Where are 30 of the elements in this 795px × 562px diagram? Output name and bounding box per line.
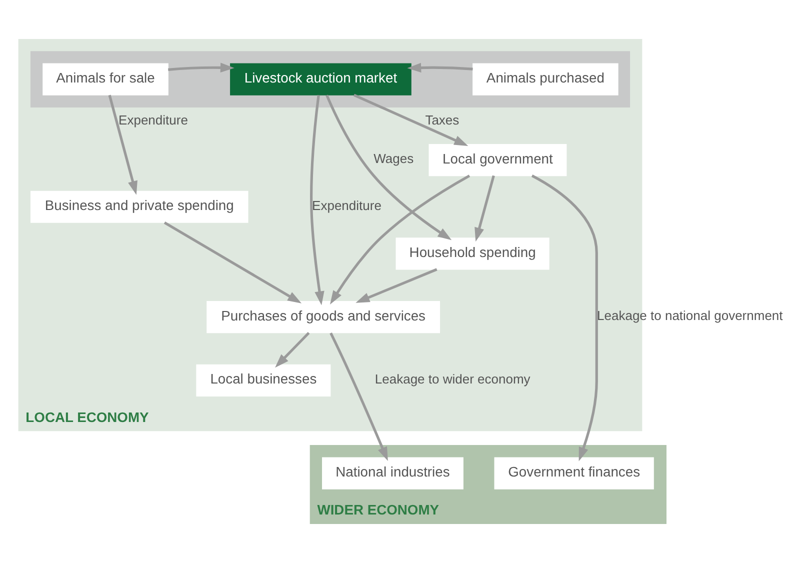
node-box: Animals purchased <box>472 62 618 95</box>
arrow <box>168 62 234 72</box>
node-box: Government finances <box>494 456 654 489</box>
arrow <box>531 174 598 461</box>
arrow <box>353 93 468 146</box>
edge-label: Leakage to national government <box>597 308 783 323</box>
edge-label: Expenditure <box>312 197 382 212</box>
node-box: Business and private spending <box>30 190 248 222</box>
arrow <box>275 331 310 368</box>
arrow <box>407 62 473 72</box>
arrow <box>474 174 495 242</box>
edge-label: Expenditure <box>118 112 188 127</box>
node-box: Livestock auction market <box>230 62 412 95</box>
arrow <box>330 174 470 304</box>
arrow <box>310 94 324 305</box>
node-box: Household spending <box>396 237 550 270</box>
edge-label: Taxes <box>425 112 460 127</box>
node-box: National industries <box>322 456 464 489</box>
cluster <box>30 50 630 108</box>
arrow <box>164 220 302 303</box>
node-box: Local businesses <box>196 364 331 396</box>
arrow <box>330 332 388 460</box>
arrow <box>356 268 438 302</box>
edge-label: Leakage to wider economy <box>374 370 530 386</box>
edge-label: Wages <box>374 150 414 166</box>
node-box: Purchases of goods and services <box>206 300 440 333</box>
arrow <box>108 94 138 194</box>
node-box: Local government <box>428 143 567 176</box>
arrow <box>326 94 452 240</box>
node-box: Animals for sale <box>42 62 168 95</box>
